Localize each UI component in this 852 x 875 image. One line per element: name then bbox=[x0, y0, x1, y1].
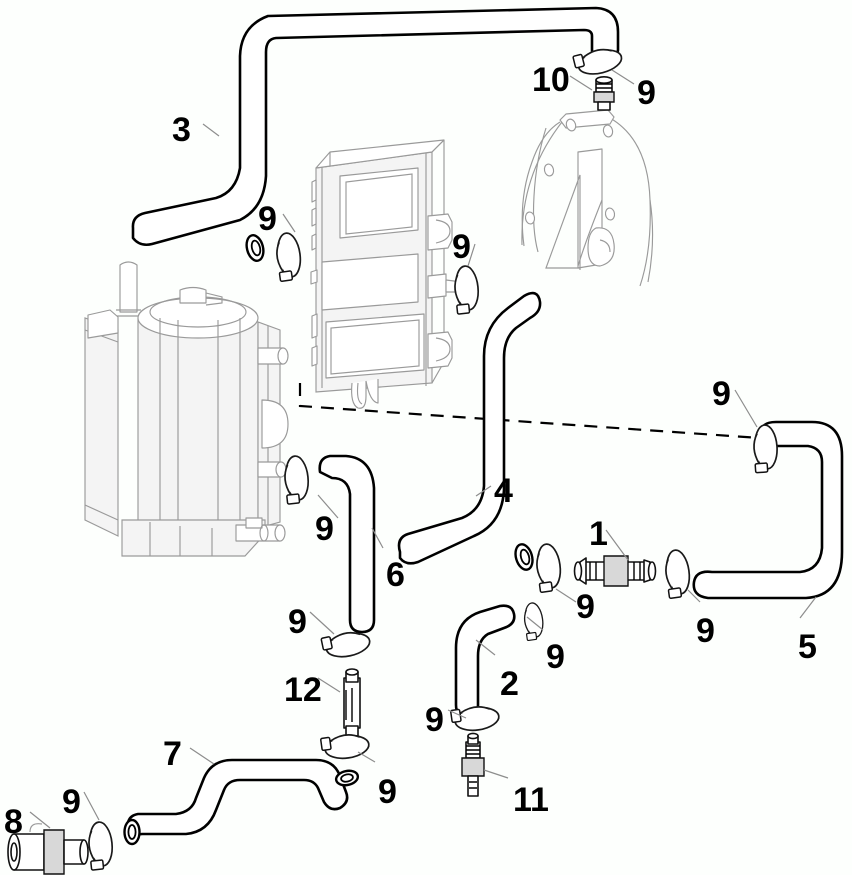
clamp-9-j bbox=[450, 706, 500, 732]
part-fitting-10 bbox=[593, 76, 615, 111]
callout-label-9-i: 9 bbox=[546, 638, 565, 676]
clamp-9-g bbox=[665, 549, 691, 599]
callout-label-8: 8 bbox=[4, 803, 23, 841]
part-hose-2 bbox=[454, 604, 516, 719]
part-hose-7 bbox=[123, 758, 360, 846]
part-hose-5 bbox=[692, 420, 844, 600]
clamp-9-c bbox=[454, 265, 480, 315]
callout-label-9-f: 9 bbox=[576, 588, 595, 626]
callout-label-9-d: 9 bbox=[712, 375, 731, 413]
clamp-9-e bbox=[284, 455, 310, 505]
clamp-9-i bbox=[523, 602, 544, 642]
callout-label-9-j: 9 bbox=[425, 701, 444, 739]
clamp-9-b bbox=[572, 48, 623, 75]
callout-label-9-a: 9 bbox=[258, 200, 277, 238]
clamp-9-k bbox=[320, 734, 370, 760]
callout-label-2: 2 bbox=[500, 665, 519, 703]
ghost-electrical-box bbox=[310, 139, 467, 409]
callout-label-9-l: 9 bbox=[62, 783, 81, 821]
callout-label-9-g: 9 bbox=[696, 612, 715, 650]
part-hose-6 bbox=[318, 454, 376, 634]
callout-label-6: 6 bbox=[386, 556, 405, 594]
callout-label-1: 1 bbox=[589, 515, 608, 553]
callout-label-12: 12 bbox=[284, 671, 322, 709]
part-connector-12 bbox=[343, 668, 361, 737]
callout-label-9-e: 9 bbox=[315, 510, 334, 548]
ghost-transom-bracket bbox=[521, 109, 654, 287]
leader-lines bbox=[29, 69, 817, 829]
callout-label-10: 10 bbox=[532, 61, 570, 99]
clamp-9-f bbox=[536, 543, 562, 593]
callout-label-9-b: 9 bbox=[637, 74, 656, 112]
part-fitting-8 bbox=[7, 823, 89, 875]
section-dash-line bbox=[298, 383, 761, 440]
callout-label-9-k: 9 bbox=[378, 773, 397, 811]
callout-label-7: 7 bbox=[163, 735, 182, 773]
part-valve-11 bbox=[461, 732, 485, 797]
clamp-9-h bbox=[320, 631, 371, 658]
ghost-motor-assembly bbox=[84, 261, 289, 557]
callout-label-5: 5 bbox=[798, 628, 817, 666]
callout-label-9-h: 9 bbox=[288, 603, 307, 641]
clamp-9-d bbox=[753, 424, 778, 474]
callout-label-9-c: 9 bbox=[452, 228, 471, 266]
part-hose-4 bbox=[397, 291, 542, 571]
callout-label-3: 3 bbox=[172, 111, 191, 149]
callout-label-11: 11 bbox=[513, 781, 549, 819]
part-connector-1 bbox=[573, 555, 657, 587]
callout-label-4: 4 bbox=[494, 472, 513, 510]
clamps-group bbox=[88, 48, 778, 871]
clamp-9-l bbox=[88, 821, 114, 871]
clamp-9-a bbox=[276, 232, 302, 282]
